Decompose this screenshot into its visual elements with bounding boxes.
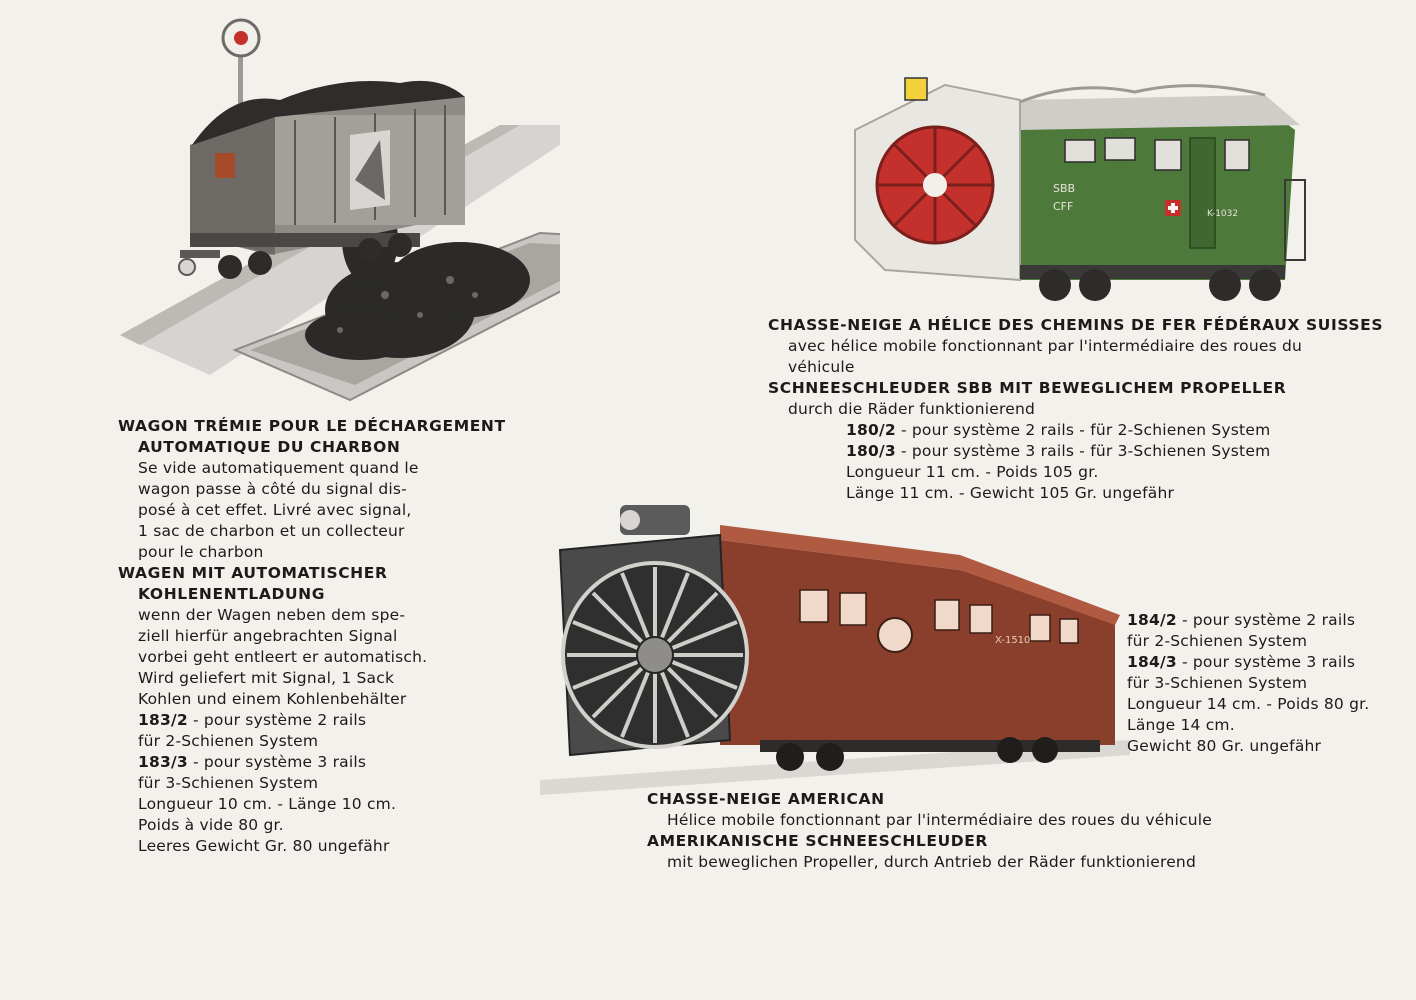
- sbb-plow-code-2-text: - pour système 2 rails - für 2-Schienen …: [895, 421, 1271, 439]
- american-snowplow-illustration: X-1510: [540, 505, 1130, 795]
- sbb-plow-code-3: 180/3: [846, 442, 896, 460]
- sbb-plow-de-title: SCHNEESCHLEUDER SBB MIT BEWEGLICHEM PROP…: [768, 379, 1287, 397]
- coal-wagon-de-line: ziell hierfür angebrachten Signal: [138, 627, 398, 645]
- sbb-plow-code-2-line: 180/2 - pour système 2 rails - für 2-Sch…: [768, 420, 1388, 441]
- american-plow-description: CHASSE-NEIGE AMERICAN Hélice mobile fonc…: [647, 789, 1347, 873]
- american-plow-code-2-text: - pour système 2 rails: [1176, 611, 1356, 629]
- wagon-wheels: [218, 233, 412, 279]
- coal-wagon-description: WAGON TRÉMIE POUR LE DÉCHARGEMENT AUTOMA…: [118, 416, 518, 857]
- coal-wagon-spec-3: Leeres Gewicht Gr. 80 ungefähr: [138, 837, 390, 855]
- coal-wagon-de-line: wenn der Wagen neben dem spe-: [138, 606, 406, 624]
- sbb-plow-spec-2: Länge 11 cm. - Gewicht 105 Gr. ungefähr: [846, 484, 1175, 502]
- coal-wagon-de-line: Wird geliefert mit Signal, 1 Sack: [138, 669, 395, 687]
- american-plow-code-3-line: 184/3 - pour système 3 rails: [1127, 652, 1407, 673]
- coal-wagon-code-3: 183/3: [138, 753, 188, 771]
- sbb-plow-description: CHASSE-NEIGE A HÉLICE DES CHEMINS DE FER…: [768, 315, 1388, 504]
- sbb-car-marking-1: SBB: [1053, 182, 1075, 195]
- coal-wagon-de-title-2: KOHLENENTLADUNG: [138, 585, 326, 603]
- sbb-snowplow-illustration: SBB CFF K-1032: [854, 77, 1306, 301]
- american-plow-code-3-de: für 3-Schienen System: [1127, 674, 1308, 692]
- coal-wagon-code-2-de: für 2-Schienen System: [138, 732, 319, 750]
- coal-wagon-fr-line: wagon passe à côté du signal dis-: [138, 480, 407, 498]
- american-plow-code-2: 184/2: [1127, 611, 1177, 629]
- hopper-wagon-body: [190, 80, 465, 255]
- sbb-car-number: K-1032: [1207, 209, 1238, 219]
- coal-wagon-fr-line: 1 sac de charbon et un collecteur: [138, 522, 405, 540]
- american-car-number: X-1510: [995, 635, 1030, 646]
- coal-wagon-title-1: WAGON TRÉMIE POUR LE DÉCHARGEMENT: [118, 417, 506, 435]
- coal-wagon-spec-2: Poids à vide 80 gr.: [138, 816, 284, 834]
- american-plow-spec-3: Gewicht 80 Gr. ungefähr: [1127, 737, 1322, 755]
- american-plow-code-3: 184/3: [1127, 653, 1177, 671]
- coal-wagon-title-2: AUTOMATIQUE DU CHARBON: [138, 438, 401, 456]
- american-plow-code-2-line: 184/2 - pour système 2 rails: [1127, 610, 1407, 631]
- sbb-plow-code-2: 180/2: [846, 421, 896, 439]
- sbb-plow-de-1: durch die Räder funktionierend: [788, 400, 1036, 418]
- coal-wagon-code-2: 183/2: [138, 711, 188, 729]
- american-plow-de-1: mit beweglichen Propeller, durch Antrieb…: [667, 853, 1196, 871]
- coal-wagon-fr-line: Se vide automatiquement quand le: [138, 459, 419, 477]
- coal-wagon-de-line: Kohlen und einem Kohlenbehälter: [138, 690, 407, 708]
- american-wheels: [776, 737, 1058, 771]
- sbb-plow-code-3-text: - pour système 3 rails - für 3-Schienen …: [895, 442, 1271, 460]
- sbb-plow-code-3-line: 180/3 - pour système 3 rails - für 3-Sch…: [768, 441, 1388, 462]
- coal-wagon-code-3-line: 183/3 - pour système 3 rails: [118, 752, 518, 773]
- sbb-plow-title: CHASSE-NEIGE A HÉLICE DES CHEMINS DE FER…: [768, 316, 1384, 334]
- american-plow-code-2-de: für 2-Schienen System: [1127, 632, 1308, 650]
- coal-wagon-code-3-text: - pour système 3 rails: [187, 753, 367, 771]
- american-plow-specs: 184/2 - pour système 2 rails für 2-Schie…: [1127, 610, 1407, 757]
- coal-wagon-code-2-line: 183/2 - pour système 2 rails: [118, 710, 518, 731]
- coal-wagon-spec-1: Longueur 10 cm. - Länge 10 cm.: [138, 795, 397, 813]
- american-plow-fr-1: Hélice mobile fonctionnant par l'intermé…: [667, 811, 1213, 829]
- sbb-plow-fr-1: avec hélice mobile fonctionnant par l'in…: [788, 337, 1303, 355]
- coal-wagon-de-line: vorbei geht entleert er automatisch.: [138, 648, 428, 666]
- american-plow-spec-1: Longueur 14 cm. - Poids 80 gr.: [1127, 695, 1370, 713]
- coal-wagon-de-title-1: WAGEN MIT AUTOMATISCHER: [118, 564, 388, 582]
- coal-wagon-fr-line: posé à cet effet. Livré avec signal,: [138, 501, 412, 519]
- coal-wagon-fr-line: pour le charbon: [138, 543, 264, 561]
- sbb-car-marking-2: CFF: [1053, 200, 1073, 213]
- american-plow-title: CHASSE-NEIGE AMERICAN: [647, 790, 885, 808]
- american-plow-de-title: AMERIKANISCHE SCHNEESCHLEUDER: [647, 832, 988, 850]
- coal-wagon-code-2-text: - pour système 2 rails: [187, 711, 367, 729]
- coal-wagon-illustration: [120, 18, 560, 402]
- american-plow-code-3-text: - pour système 3 rails: [1176, 653, 1356, 671]
- sbb-wheels: [1039, 269, 1281, 301]
- sbb-plow-spec-1: Longueur 11 cm. - Poids 105 gr.: [846, 463, 1099, 481]
- sbb-plow-fr-2: véhicule: [788, 358, 855, 376]
- american-plow-spec-2: Länge 14 cm.: [1127, 716, 1235, 734]
- coal-wagon-code-3-de: für 3-Schienen System: [138, 774, 319, 792]
